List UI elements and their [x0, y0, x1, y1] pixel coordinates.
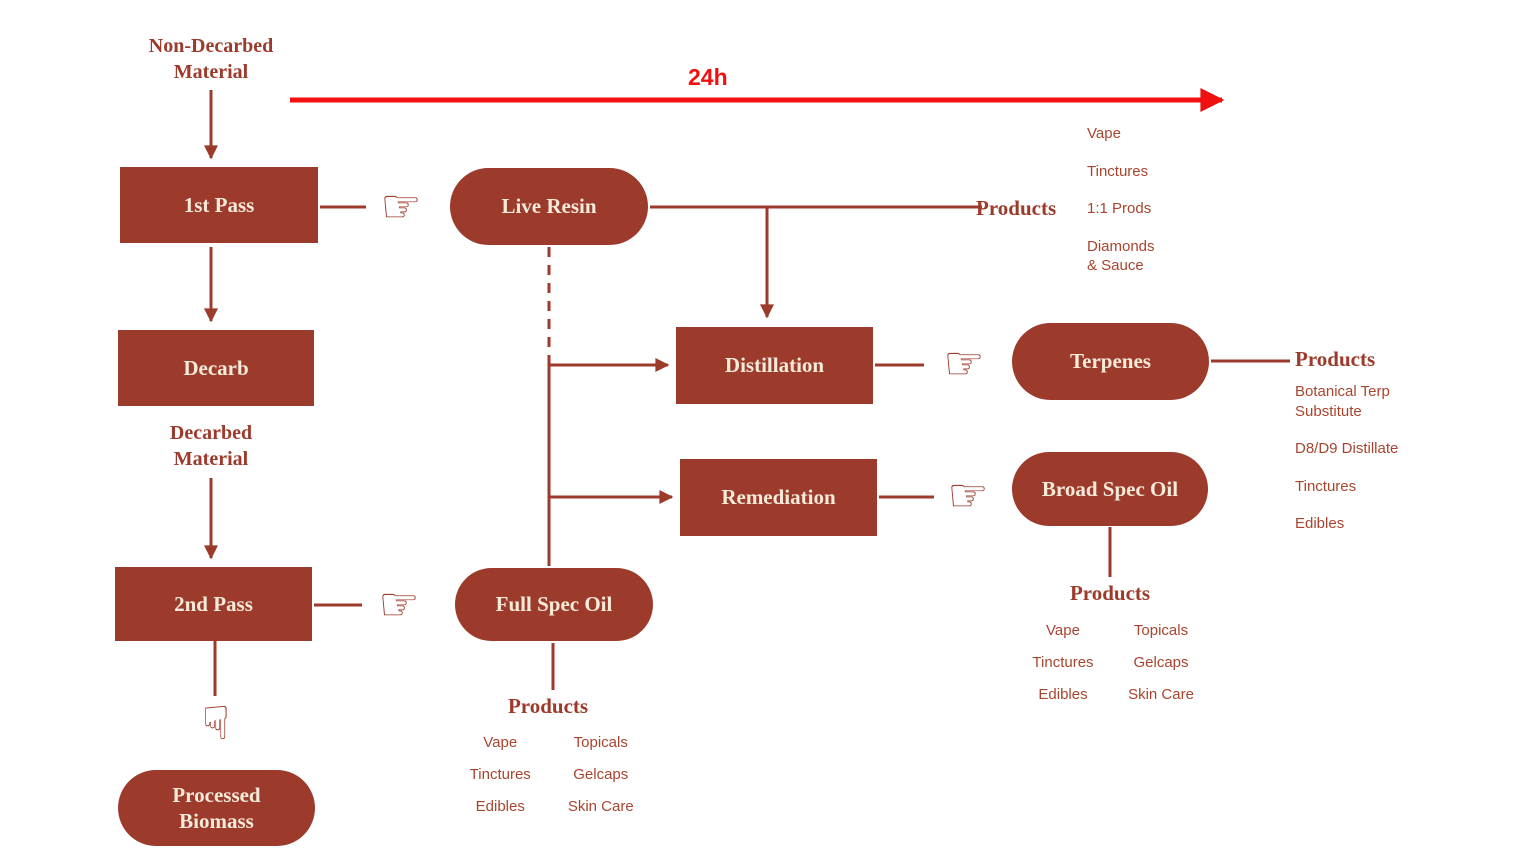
product-item: Botanical Terp Substitute: [1295, 383, 1390, 420]
product-item: Tinctures: [1295, 477, 1357, 495]
label-non-decarbed-material: Non-Decarbed Material: [148, 35, 274, 83]
product-item: Vape: [1087, 125, 1121, 142]
product-item: D8/D9 Distillate: [1295, 440, 1399, 457]
product-item: Skin Care: [567, 798, 634, 815]
terpenes-products-list: Botanical Terp Substitute D8/D9 Distilla…: [1295, 382, 1398, 552]
broad-spec-products-grid: Vape Topicals Tinctures Gelcaps Edibles …: [1022, 622, 1202, 703]
pointing-hand-right-icon: ☞: [380, 179, 422, 233]
product-item: Diamonds & Sauce: [1087, 237, 1155, 275]
node-live-resin: Live Resin: [450, 168, 648, 245]
product-item: Topicals: [573, 734, 628, 751]
node-remediation: Remediation: [680, 459, 877, 536]
product-item: Tinctures: [1032, 654, 1094, 671]
pointing-hand-right-icon: ☞: [943, 336, 985, 390]
node-2nd-pass: 2nd Pass: [115, 567, 312, 641]
node-processed-biomass: Processed Biomass: [118, 770, 315, 846]
label-decarbed-material: Decarbed Material: [169, 422, 253, 470]
product-item: Edibles: [475, 798, 525, 815]
live-resin-products-list: Vape Tinctures 1:1 Prods Diamonds & Sauc…: [1087, 124, 1155, 294]
product-item: Topicals: [1133, 622, 1189, 639]
full-spec-products-heading: Products: [507, 694, 589, 718]
node-full-spec-oil: Full Spec Oil: [455, 568, 653, 641]
node-1st-pass: 1st Pass: [120, 167, 318, 243]
product-item: Tinctures: [469, 766, 531, 783]
terpenes-products-heading: Products: [1295, 347, 1376, 371]
pointing-hand-down-icon: ☟: [201, 696, 230, 750]
timeline-duration-label: 24h: [688, 64, 728, 90]
product-item: Vape: [483, 734, 518, 751]
product-item: 1:1 Prods: [1087, 200, 1152, 217]
product-item: Edibles: [1038, 686, 1088, 703]
pointing-hand-right-icon: ☞: [378, 577, 420, 631]
product-item: Tinctures: [1087, 162, 1149, 180]
product-item: Vape: [1046, 622, 1080, 639]
product-item: Gelcaps: [1133, 654, 1189, 671]
product-item: Edibles: [1295, 515, 1345, 532]
node-distillation: Distillation: [676, 327, 873, 404]
node-decarb: Decarb: [118, 330, 314, 406]
broad-spec-products-heading: Products: [1069, 581, 1151, 605]
node-terpenes: Terpenes: [1012, 323, 1209, 400]
node-broad-spec-oil: Broad Spec Oil: [1012, 452, 1208, 526]
product-item: Gelcaps: [573, 766, 629, 783]
pointing-hand-right-icon: ☞: [947, 468, 989, 522]
live-resin-products-heading: Products: [976, 196, 1057, 220]
full-spec-products-grid: Vape Topicals Tinctures Gelcaps Edibles …: [458, 734, 643, 815]
product-item: Skin Care: [1128, 686, 1194, 703]
